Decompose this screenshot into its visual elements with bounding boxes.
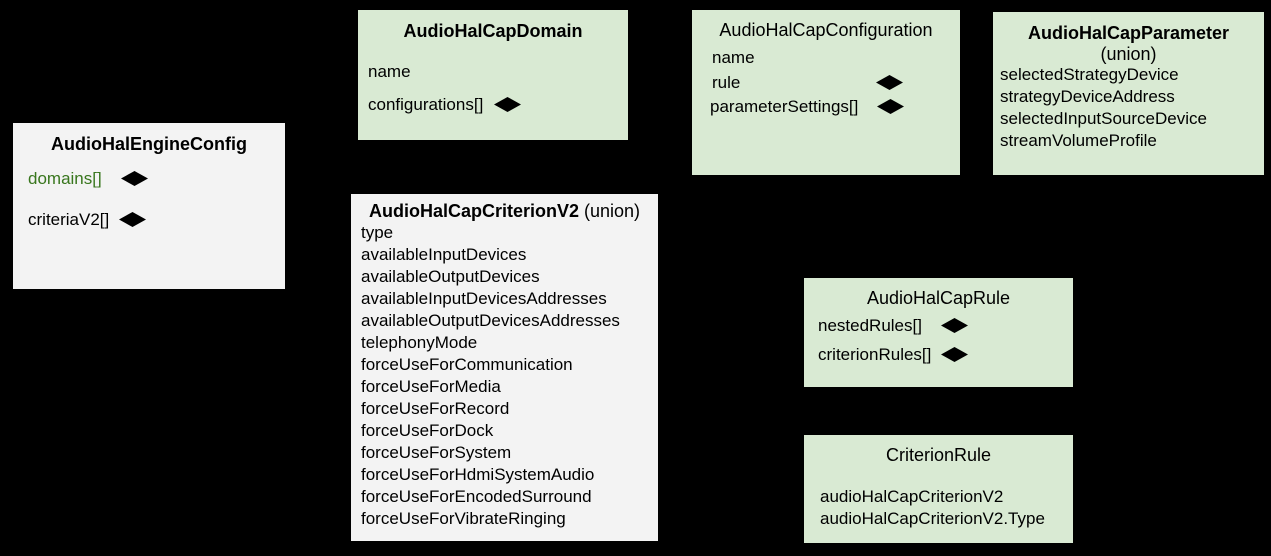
class-box-engine (13, 123, 285, 289)
field-availableoutputdevicesaddresses: availableOutputDevicesAddresses (361, 311, 620, 330)
field-audiohalcapcriterionv2-type: audioHalCapCriterionV2.Type (820, 509, 1045, 528)
field-availableinputdevicesaddresses: availableInputDevicesAddresses (361, 289, 607, 308)
class-title-parameter: AudioHalCapParameter (993, 22, 1264, 44)
field-forceuseforencodedsurround: forceUseForEncodedSurround (361, 487, 592, 506)
field-forceusefordock: forceUseForDock (361, 421, 494, 440)
class-title-domain: AudioHalCapDomain (358, 20, 628, 42)
field-streamvolumeprofile: streamVolumeProfile (1000, 131, 1157, 150)
field-forceuseforhdmisystemaudio: forceUseForHdmiSystemAudio (361, 465, 595, 484)
field-name: name (368, 62, 411, 81)
class-box-rule (804, 278, 1073, 387)
composition-diamond-icon (876, 75, 903, 90)
composition-diamond-icon (119, 212, 146, 227)
field-domains: domains[] (28, 169, 102, 188)
class-title-text: AudioHalCapParameter (1027, 23, 1230, 43)
class-title-text: AudioHalEngineConfig (51, 134, 247, 154)
class-title-text: AudioHalCapCriterionV2 (368, 201, 579, 221)
field-forceuseforsystem: forceUseForSystem (361, 443, 512, 462)
field-name: name (712, 48, 755, 67)
field-parametersettings: parameterSettings[] (710, 97, 859, 116)
class-title-text: AudioHalCapRule (866, 288, 1011, 308)
class-box-criterion (351, 194, 658, 541)
composition-diamond-icon (494, 97, 521, 112)
field-selectedinputsourcedevice: selectedInputSourceDevice (1000, 109, 1207, 128)
field-type: type (361, 223, 394, 242)
field-selectedstrategydevice: selectedStrategyDevice (1000, 65, 1179, 84)
field-forceuseforcommunication: forceUseForCommunication (361, 355, 573, 374)
composition-diamond-icon (121, 171, 148, 186)
field-telephonymode: telephonyMode (361, 333, 478, 352)
class-title-suffix: (union) (584, 201, 641, 221)
field-criterionrules: criterionRules[] (818, 345, 932, 364)
field-audiohalcapcriterionv2: audioHalCapCriterionV2 (820, 487, 1004, 506)
field-forceuseforrecord: forceUseForRecord (361, 399, 510, 418)
field-forceuseformedia: forceUseForMedia (361, 377, 501, 396)
field-criteriav2: criteriaV2[] (28, 210, 110, 229)
field-availableinputdevices: availableInputDevices (361, 245, 527, 264)
field-forceuseforvibrateringing: forceUseForVibrateRinging (361, 509, 566, 528)
field-availableoutputdevices: availableOutputDevices (361, 267, 540, 286)
class-box-configuration (692, 10, 960, 175)
class-title-text: AudioHalCapDomain (403, 21, 583, 41)
class-title-criterion_rule: CriterionRule (804, 444, 1073, 466)
composition-diamond-icon (941, 347, 968, 362)
field-rule: rule (712, 73, 741, 92)
composition-diamond-icon (877, 99, 904, 114)
class-title-rule: AudioHalCapRule (804, 287, 1073, 309)
class-title-suffix: (union) (1100, 44, 1157, 64)
class-box-parameter (993, 12, 1264, 175)
class-title-engine: AudioHalEngineConfig (13, 133, 285, 155)
class-title-text: AudioHalCapConfiguration (719, 20, 933, 40)
field-strategydeviceaddress: strategyDeviceAddress (1000, 87, 1175, 106)
composition-diamond-icon (941, 318, 968, 333)
class-title-criterion: AudioHalCapCriterionV2 (union) (351, 200, 658, 222)
class-box-domain (358, 10, 628, 140)
class-box-criterion_rule (804, 435, 1073, 543)
field-nestedrules: nestedRules[] (818, 316, 922, 335)
class-title-configuration: AudioHalCapConfiguration (692, 19, 960, 41)
field-configurations: configurations[] (368, 95, 484, 114)
class-title-text: CriterionRule (885, 445, 992, 465)
